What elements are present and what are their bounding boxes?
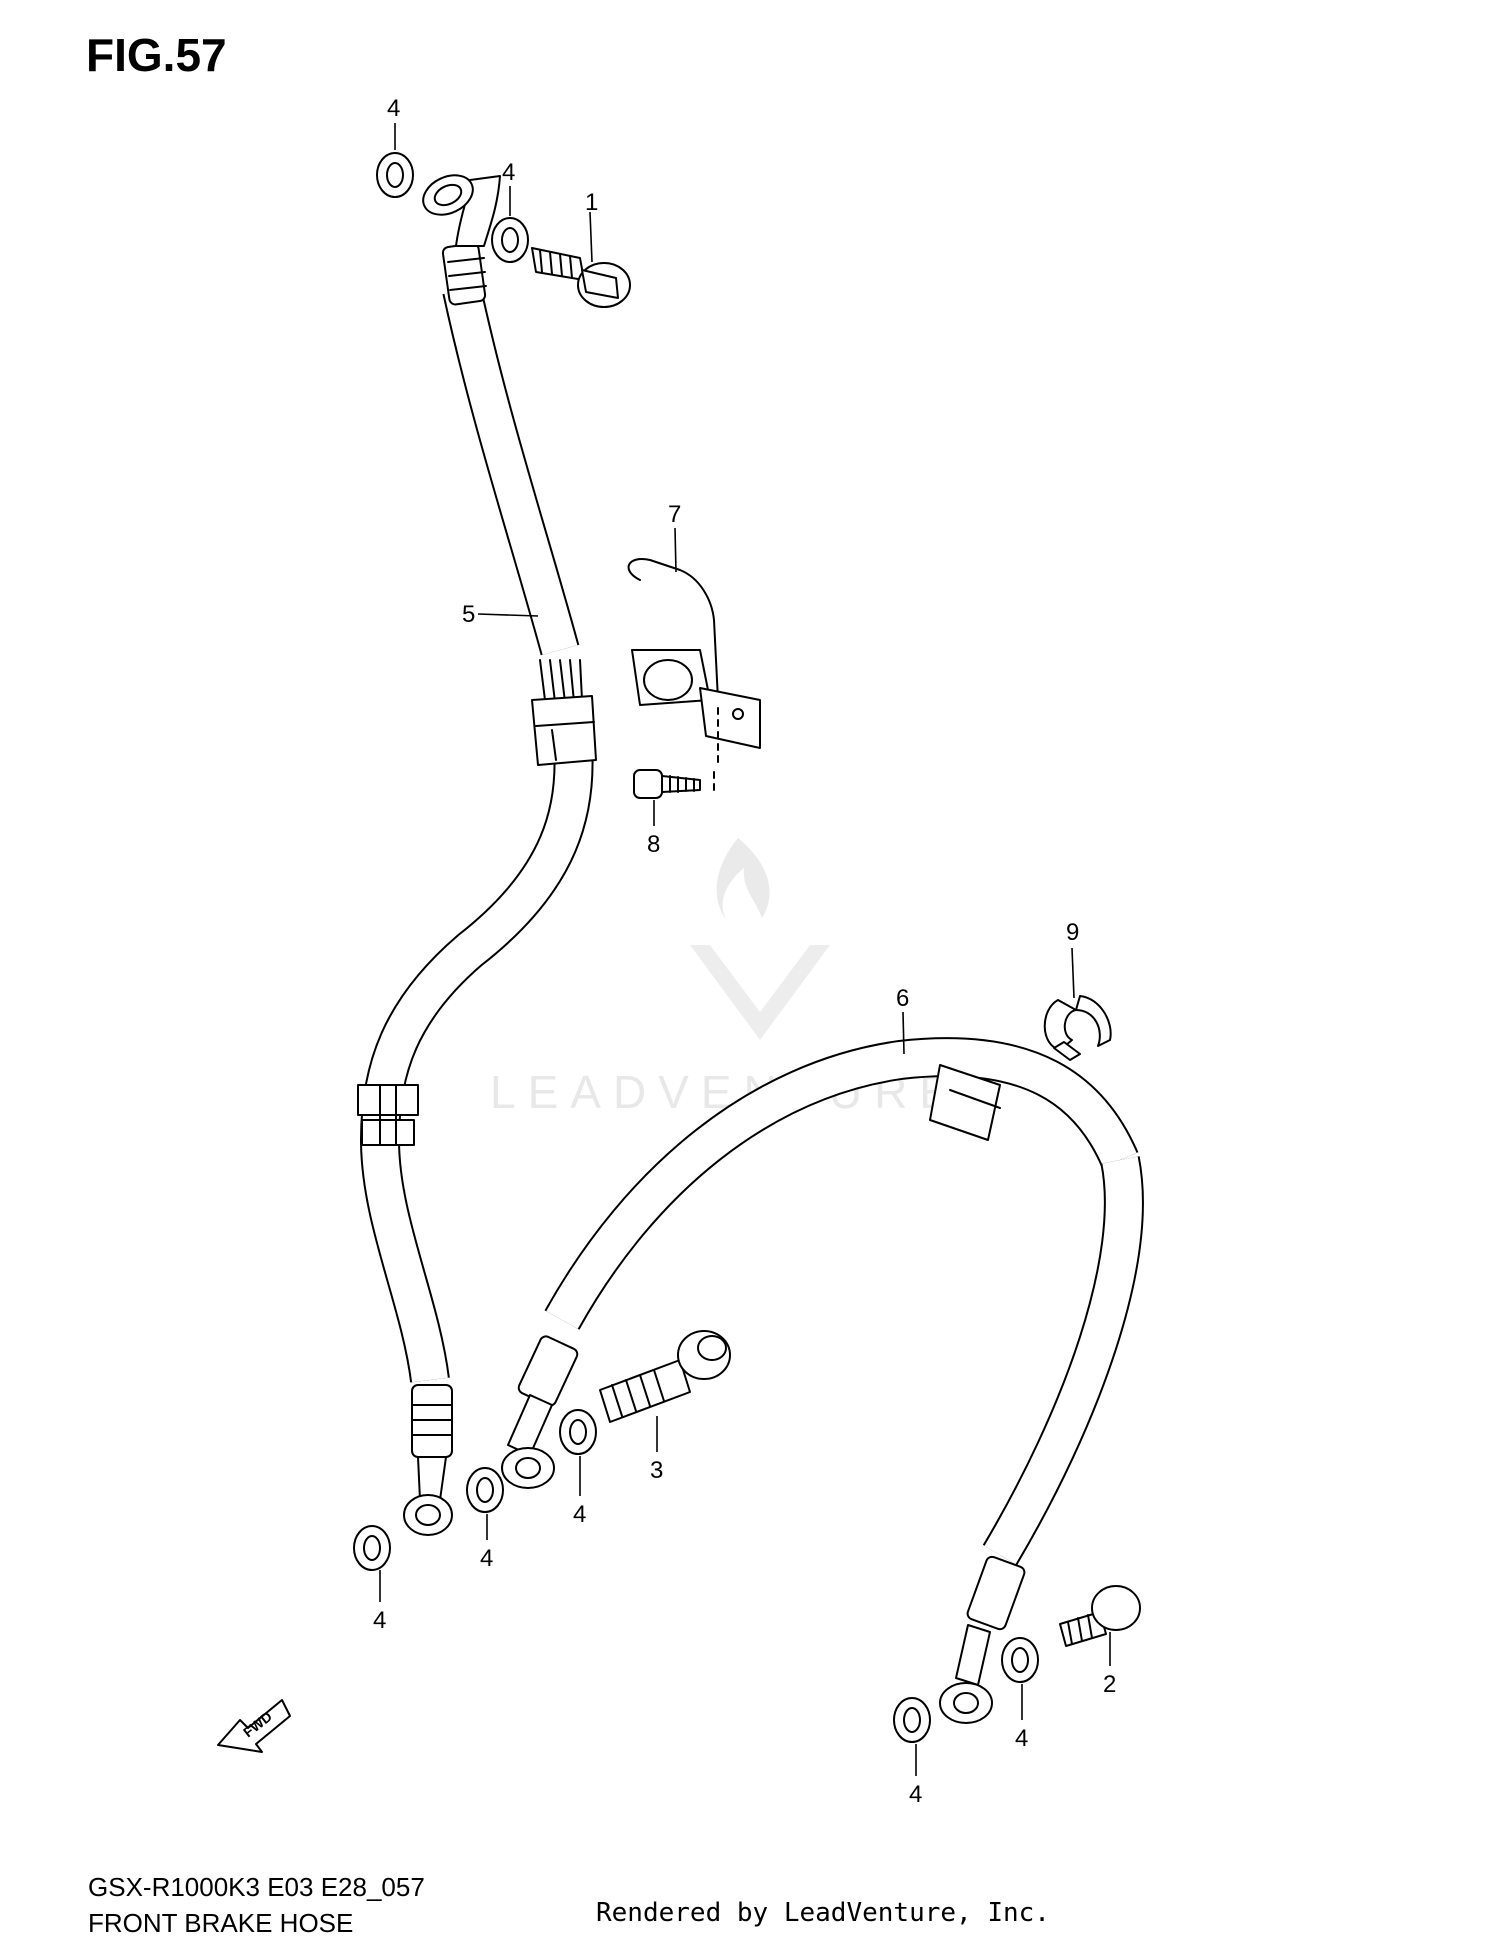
hose-5-grommet xyxy=(531,695,597,766)
washer-part-4-g[interactable] xyxy=(893,1697,931,1743)
callout-9[interactable]: 9 xyxy=(1066,919,1079,946)
callout-4g[interactable]: 4 xyxy=(909,1781,922,1808)
hose-5-bottom-fitting xyxy=(403,1384,453,1536)
callout-labels: 4 4 1 5 7 8 9 6 3 4 4 4 2 4 4 xyxy=(373,95,1116,1808)
assembly-name: FRONT BRAKE HOSE xyxy=(88,1908,354,1938)
callout-3[interactable]: 3 xyxy=(650,1457,663,1484)
washer-part-4-c[interactable] xyxy=(353,1525,391,1571)
callout-4b[interactable]: 4 xyxy=(502,159,515,186)
clamp-bracket-part-7[interactable] xyxy=(627,558,761,791)
watermark-flame-icon xyxy=(716,838,770,920)
hose-6-grommet xyxy=(929,1064,1001,1141)
brake-hose-part-5[interactable] xyxy=(357,168,597,1536)
washer-part-4-b[interactable] xyxy=(491,217,529,263)
callout-8[interactable]: 8 xyxy=(647,831,660,858)
leader-lines xyxy=(379,123,1111,1776)
washer-part-4-d[interactable] xyxy=(466,1467,504,1513)
fwd-arrow-icon: FWD xyxy=(217,1699,291,1753)
callout-6[interactable]: 6 xyxy=(896,985,909,1012)
union-bolt-part-1[interactable] xyxy=(531,247,631,308)
watermark-v-icon xyxy=(690,945,830,1040)
union-bolt-part-2[interactable] xyxy=(1059,1585,1141,1647)
hose-5-grommet-lower xyxy=(357,1084,419,1146)
callout-4f[interactable]: 4 xyxy=(1015,1725,1028,1752)
bolt-part-8[interactable] xyxy=(633,769,701,799)
callout-7[interactable]: 7 xyxy=(668,501,681,528)
figure-title: FIG.57 xyxy=(86,29,227,81)
callout-1[interactable]: 1 xyxy=(585,189,598,216)
hose-5-top-fitting xyxy=(422,174,501,306)
callout-4d[interactable]: 4 xyxy=(480,1545,493,1572)
hose-6-right-fitting xyxy=(939,1555,1026,1724)
render-credit: Rendered by LeadVenture, Inc. xyxy=(596,1898,1050,1928)
callout-5[interactable]: 5 xyxy=(462,601,475,628)
clip-part-9[interactable] xyxy=(1043,995,1112,1061)
callout-4e[interactable]: 4 xyxy=(573,1501,586,1528)
model-code: GSX-R1000K3 E03 E28_057 xyxy=(88,1872,425,1902)
callout-4c[interactable]: 4 xyxy=(373,1607,386,1634)
washer-part-4-e[interactable] xyxy=(559,1409,597,1455)
hose-5-braid-upper xyxy=(539,659,583,703)
callout-4a[interactable]: 4 xyxy=(387,95,400,122)
washer-part-4-f[interactable] xyxy=(1001,1637,1039,1683)
union-bolt-part-3[interactable] xyxy=(599,1330,731,1423)
washer-part-4-a[interactable] xyxy=(376,152,414,198)
callout-2[interactable]: 2 xyxy=(1103,1671,1116,1698)
hose-6-left-fitting xyxy=(501,1335,579,1489)
brake-hose-part-6[interactable] xyxy=(501,1037,1144,1724)
